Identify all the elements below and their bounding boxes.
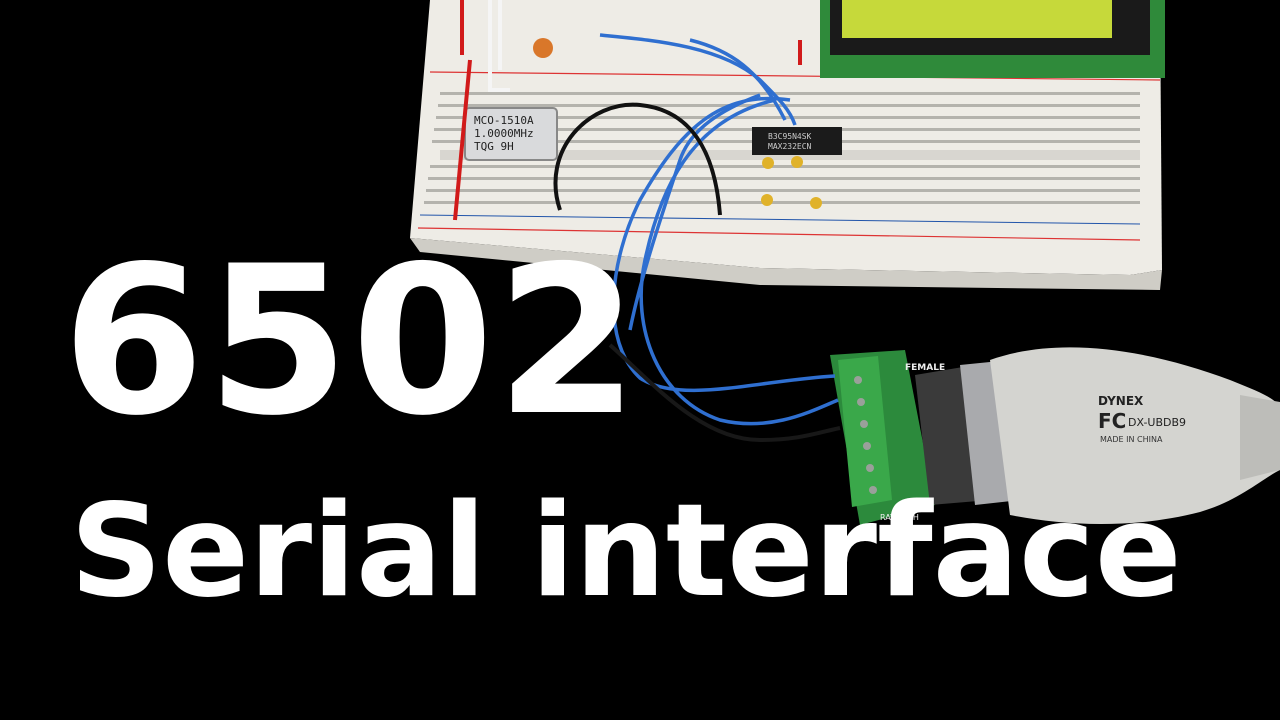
capacitors xyxy=(533,38,822,209)
cable-model: DX-UBDB9 xyxy=(1128,416,1186,429)
max232-chip: B3C95N4SK MAX232ECN xyxy=(752,127,842,155)
oscillator-line-1: MCO-1510A xyxy=(474,114,534,127)
jumper-wires xyxy=(553,33,841,443)
usb-serial-cable: DYNEX FC DX-UBDB9 MADE IN CHINA xyxy=(990,347,1280,525)
oscillator-line-3: TQG 9H xyxy=(474,140,514,153)
chip-line-2: MAX232ECN xyxy=(768,142,812,151)
adapter-board-label: FEMALE xyxy=(905,363,945,373)
cable-brand: DYNEX xyxy=(1098,394,1144,408)
adapter-board-maker: RAYITECH xyxy=(880,513,919,522)
red-wires xyxy=(453,0,802,221)
oscillator-can: MCO-1510A 1.0000MHz TQG 9H xyxy=(464,107,558,161)
cable-fcc: FC xyxy=(1098,409,1126,433)
chip-line-1: B3C95N4SK xyxy=(768,132,812,141)
title-line-1: 6502 xyxy=(62,223,641,461)
title-line-2: Serial interface xyxy=(70,477,1182,626)
oscillator-line-2: 1.0000MHz xyxy=(474,127,534,140)
cable-origin: MADE IN CHINA xyxy=(1100,435,1163,444)
lcd-module xyxy=(820,0,1165,78)
white-wires xyxy=(488,0,510,92)
